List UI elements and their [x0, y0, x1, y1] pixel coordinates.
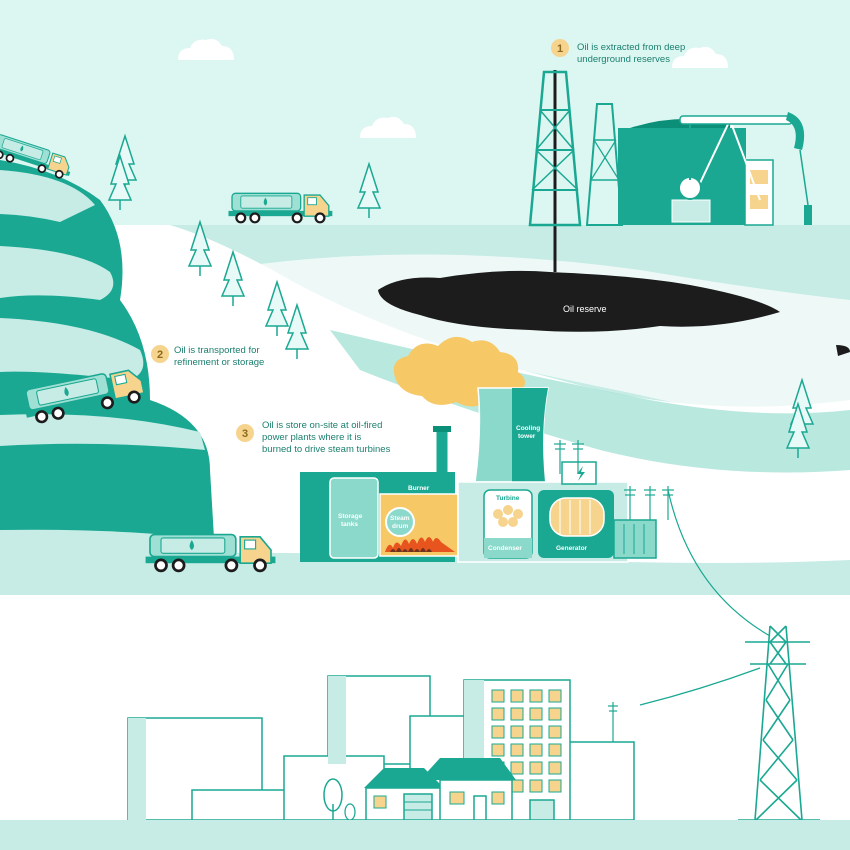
step-3-line-1: Oil is store on-site at oil-fired: [262, 420, 382, 431]
window: [510, 743, 524, 757]
window: [529, 779, 543, 793]
utility-pole-icon: [608, 702, 618, 742]
fire: [385, 537, 455, 552]
window: [529, 761, 543, 775]
step-2-line-2: refinement or storage: [174, 357, 264, 368]
burner-label: Burner: [408, 485, 430, 492]
condenser-label: Condenser: [488, 545, 522, 552]
window: [529, 743, 543, 757]
transmission-tower-icon: [738, 625, 820, 821]
window: [491, 725, 505, 739]
house: [364, 768, 444, 821]
pumpjack-icon: [678, 112, 812, 225]
step-3-line-2: power plants where it is: [262, 432, 362, 443]
window: [510, 707, 524, 721]
window: [510, 779, 524, 793]
turbine-label: Turbine: [496, 495, 520, 502]
step-badge: [151, 345, 169, 363]
window: [491, 689, 505, 703]
window: [510, 725, 524, 739]
generator-label: Generator: [556, 545, 588, 552]
step-1-line-1: Oil is extracted from deep: [577, 42, 685, 53]
cooling-tower-label-2: tower: [518, 433, 536, 440]
step-badge: [236, 424, 254, 442]
storage-tanks-label-1: Storage: [338, 513, 363, 520]
step-2-line-1: Oil is transported for: [174, 345, 260, 356]
window: [529, 689, 543, 703]
road-strip: [0, 552, 850, 595]
window-grid: [491, 689, 562, 793]
step-2-annotation: 2 Oil is transported for refinement or s…: [151, 345, 264, 368]
window: [548, 761, 562, 775]
window: [510, 689, 524, 703]
step-3-line-3: burned to drive steam turbines: [262, 444, 391, 455]
svg-text:2: 2: [157, 349, 163, 361]
oil-reserve: [378, 270, 780, 332]
window: [548, 689, 562, 703]
svg-text:1: 1: [557, 43, 563, 55]
steam-drum-label-1: Steam: [390, 515, 410, 522]
transformer: [613, 519, 657, 559]
window: [548, 725, 562, 739]
window: [548, 743, 562, 757]
window: [548, 779, 562, 793]
lightning-icon: [577, 466, 585, 481]
svg-text:3: 3: [242, 428, 248, 440]
steam-drum: [385, 507, 415, 537]
window: [491, 707, 505, 721]
window: [491, 743, 505, 757]
oil-derrick-icon: [585, 103, 624, 226]
steam-drum-label-2: drum: [392, 523, 408, 530]
cooling-tower-label-1: Cooling: [516, 425, 540, 432]
oil-reserve-label: Oil reserve: [563, 304, 607, 314]
step-3-annotation: 3 Oil is store on-site at oil-fired powe…: [236, 420, 391, 455]
oil-derrick-icon: [528, 70, 582, 272]
window: [510, 761, 524, 775]
storage-tanks: [329, 477, 379, 559]
tree-small-icon: [323, 778, 356, 821]
step-1-line-2: underground reserves: [577, 54, 670, 65]
window: [529, 707, 543, 721]
window: [548, 707, 562, 721]
city-ground: [0, 820, 850, 850]
step-badge: [551, 39, 569, 57]
step-1-annotation: 1 Oil is extracted from deep underground…: [551, 39, 685, 65]
storage-tanks-label-2: tanks: [341, 521, 358, 528]
window: [529, 725, 543, 739]
